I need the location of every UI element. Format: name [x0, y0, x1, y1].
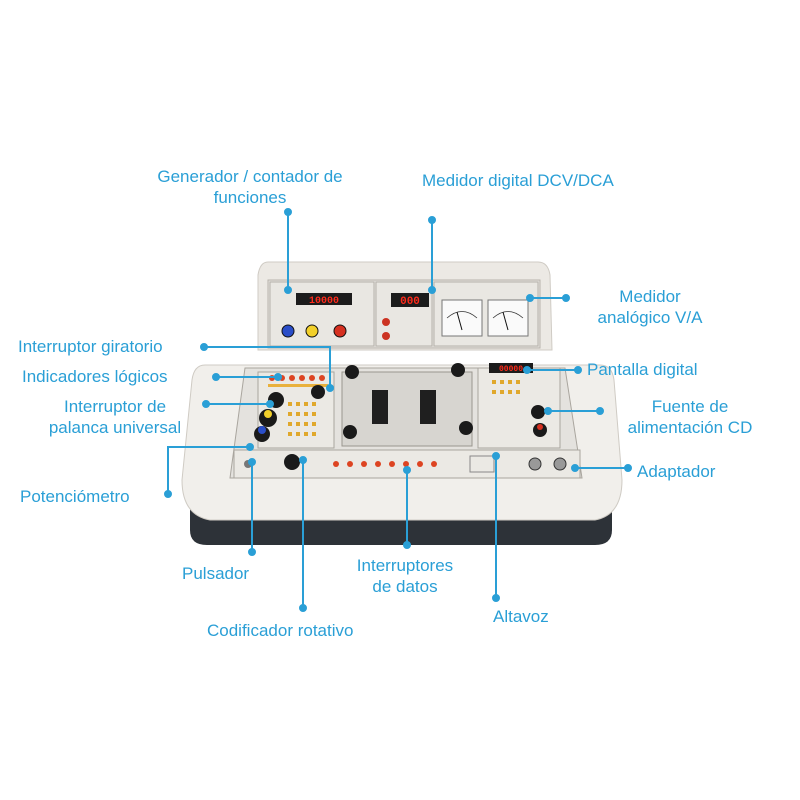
dc-supply-cap-bottom [537, 424, 543, 430]
data-switch-row [333, 461, 437, 467]
meter-readout: 000 [400, 296, 420, 308]
generator-readout: 10000 [309, 296, 339, 307]
center-breadboard-panel [341, 371, 473, 447]
breadboard-socket-right [420, 390, 436, 424]
analog-meter-left [441, 299, 483, 337]
toggle-knob-low-cap [258, 426, 266, 434]
callout-data-switches-line1: Interruptores [356, 556, 454, 575]
callout-function-generator-line1: Generador / contador de [157, 167, 343, 186]
callout-data-switches-line2: de datos [372, 577, 438, 596]
callout-speaker: Altavoz [493, 607, 549, 626]
callout-analog-meter: Medidor analógico V/A [575, 286, 725, 328]
analog-meter-right [487, 299, 529, 337]
callout-toggle-switch: Interruptor de palanca universal [20, 396, 210, 438]
generator-knob-blue[interactable] [281, 324, 295, 338]
panel-screw-tl [345, 365, 359, 379]
logic-jack-grid [288, 402, 316, 436]
callout-push-button: Pulsador [182, 564, 250, 583]
rotary-switch-knob[interactable] [311, 385, 325, 399]
digital-display-readout: 00000 [499, 365, 523, 374]
generator-knob-red[interactable] [333, 324, 347, 338]
callout-logic-indicators: Indicadores lógicos [22, 367, 168, 386]
panel-screw-br [459, 421, 473, 435]
callout-function-generator-line2: funciones [213, 188, 287, 207]
callout-toggle-line2: palanca universal [48, 418, 182, 437]
callout-rotary-switch: Interruptor giratorio [18, 337, 163, 356]
callout-function-generator: Generador / contador de funciones [120, 166, 380, 208]
leader-lines [164, 208, 632, 612]
analog-meter-left-needle [456, 311, 463, 331]
generator-display [296, 293, 352, 305]
callout-analog-meter-line1: Medidor [619, 287, 681, 306]
panel-screw-tr [451, 363, 465, 377]
callout-digital-display: Pantalla digital [587, 360, 698, 379]
callout-dc-supply: Fuente de alimentación CD [600, 396, 780, 438]
adapter-port-2[interactable] [553, 457, 567, 471]
digital-display-window [489, 363, 533, 373]
analog-meter-right-needle [502, 311, 509, 331]
encoder-knob[interactable] [284, 454, 300, 470]
panel-screw-bl [343, 425, 357, 439]
analog-meter-left-scale [446, 311, 478, 319]
generator-knob-yellow[interactable] [305, 324, 319, 338]
meter-jack-2[interactable] [382, 332, 390, 340]
callout-data-switches: Interruptores de datos [330, 555, 480, 597]
meter-jack-1[interactable] [382, 318, 390, 326]
breadboard-socket-left [372, 390, 388, 424]
dc-supply-knob-top[interactable] [531, 405, 545, 419]
callout-dc-supply-line1: Fuente de [651, 397, 729, 416]
analog-meter-right-scale [492, 311, 524, 319]
callout-rotary-encoder: Codificador rotativo [207, 621, 354, 640]
toggle-knob-mid-cap [264, 410, 272, 418]
callout-digital-meter: Medidor digital DCV/DCA [422, 171, 614, 190]
callout-toggle-line1: Interruptor de [63, 397, 167, 416]
meter-display [391, 293, 429, 307]
callout-adapter: Adaptador [637, 462, 716, 481]
callout-potentiometer: Potenciómetro [20, 487, 130, 506]
callout-dc-supply-line2: alimentación CD [627, 418, 753, 437]
callout-analog-meter-line2: analógico V/A [597, 308, 703, 327]
speaker-grille [469, 455, 495, 473]
adapter-port-1[interactable] [528, 457, 542, 471]
right-jack-grid [492, 380, 520, 394]
